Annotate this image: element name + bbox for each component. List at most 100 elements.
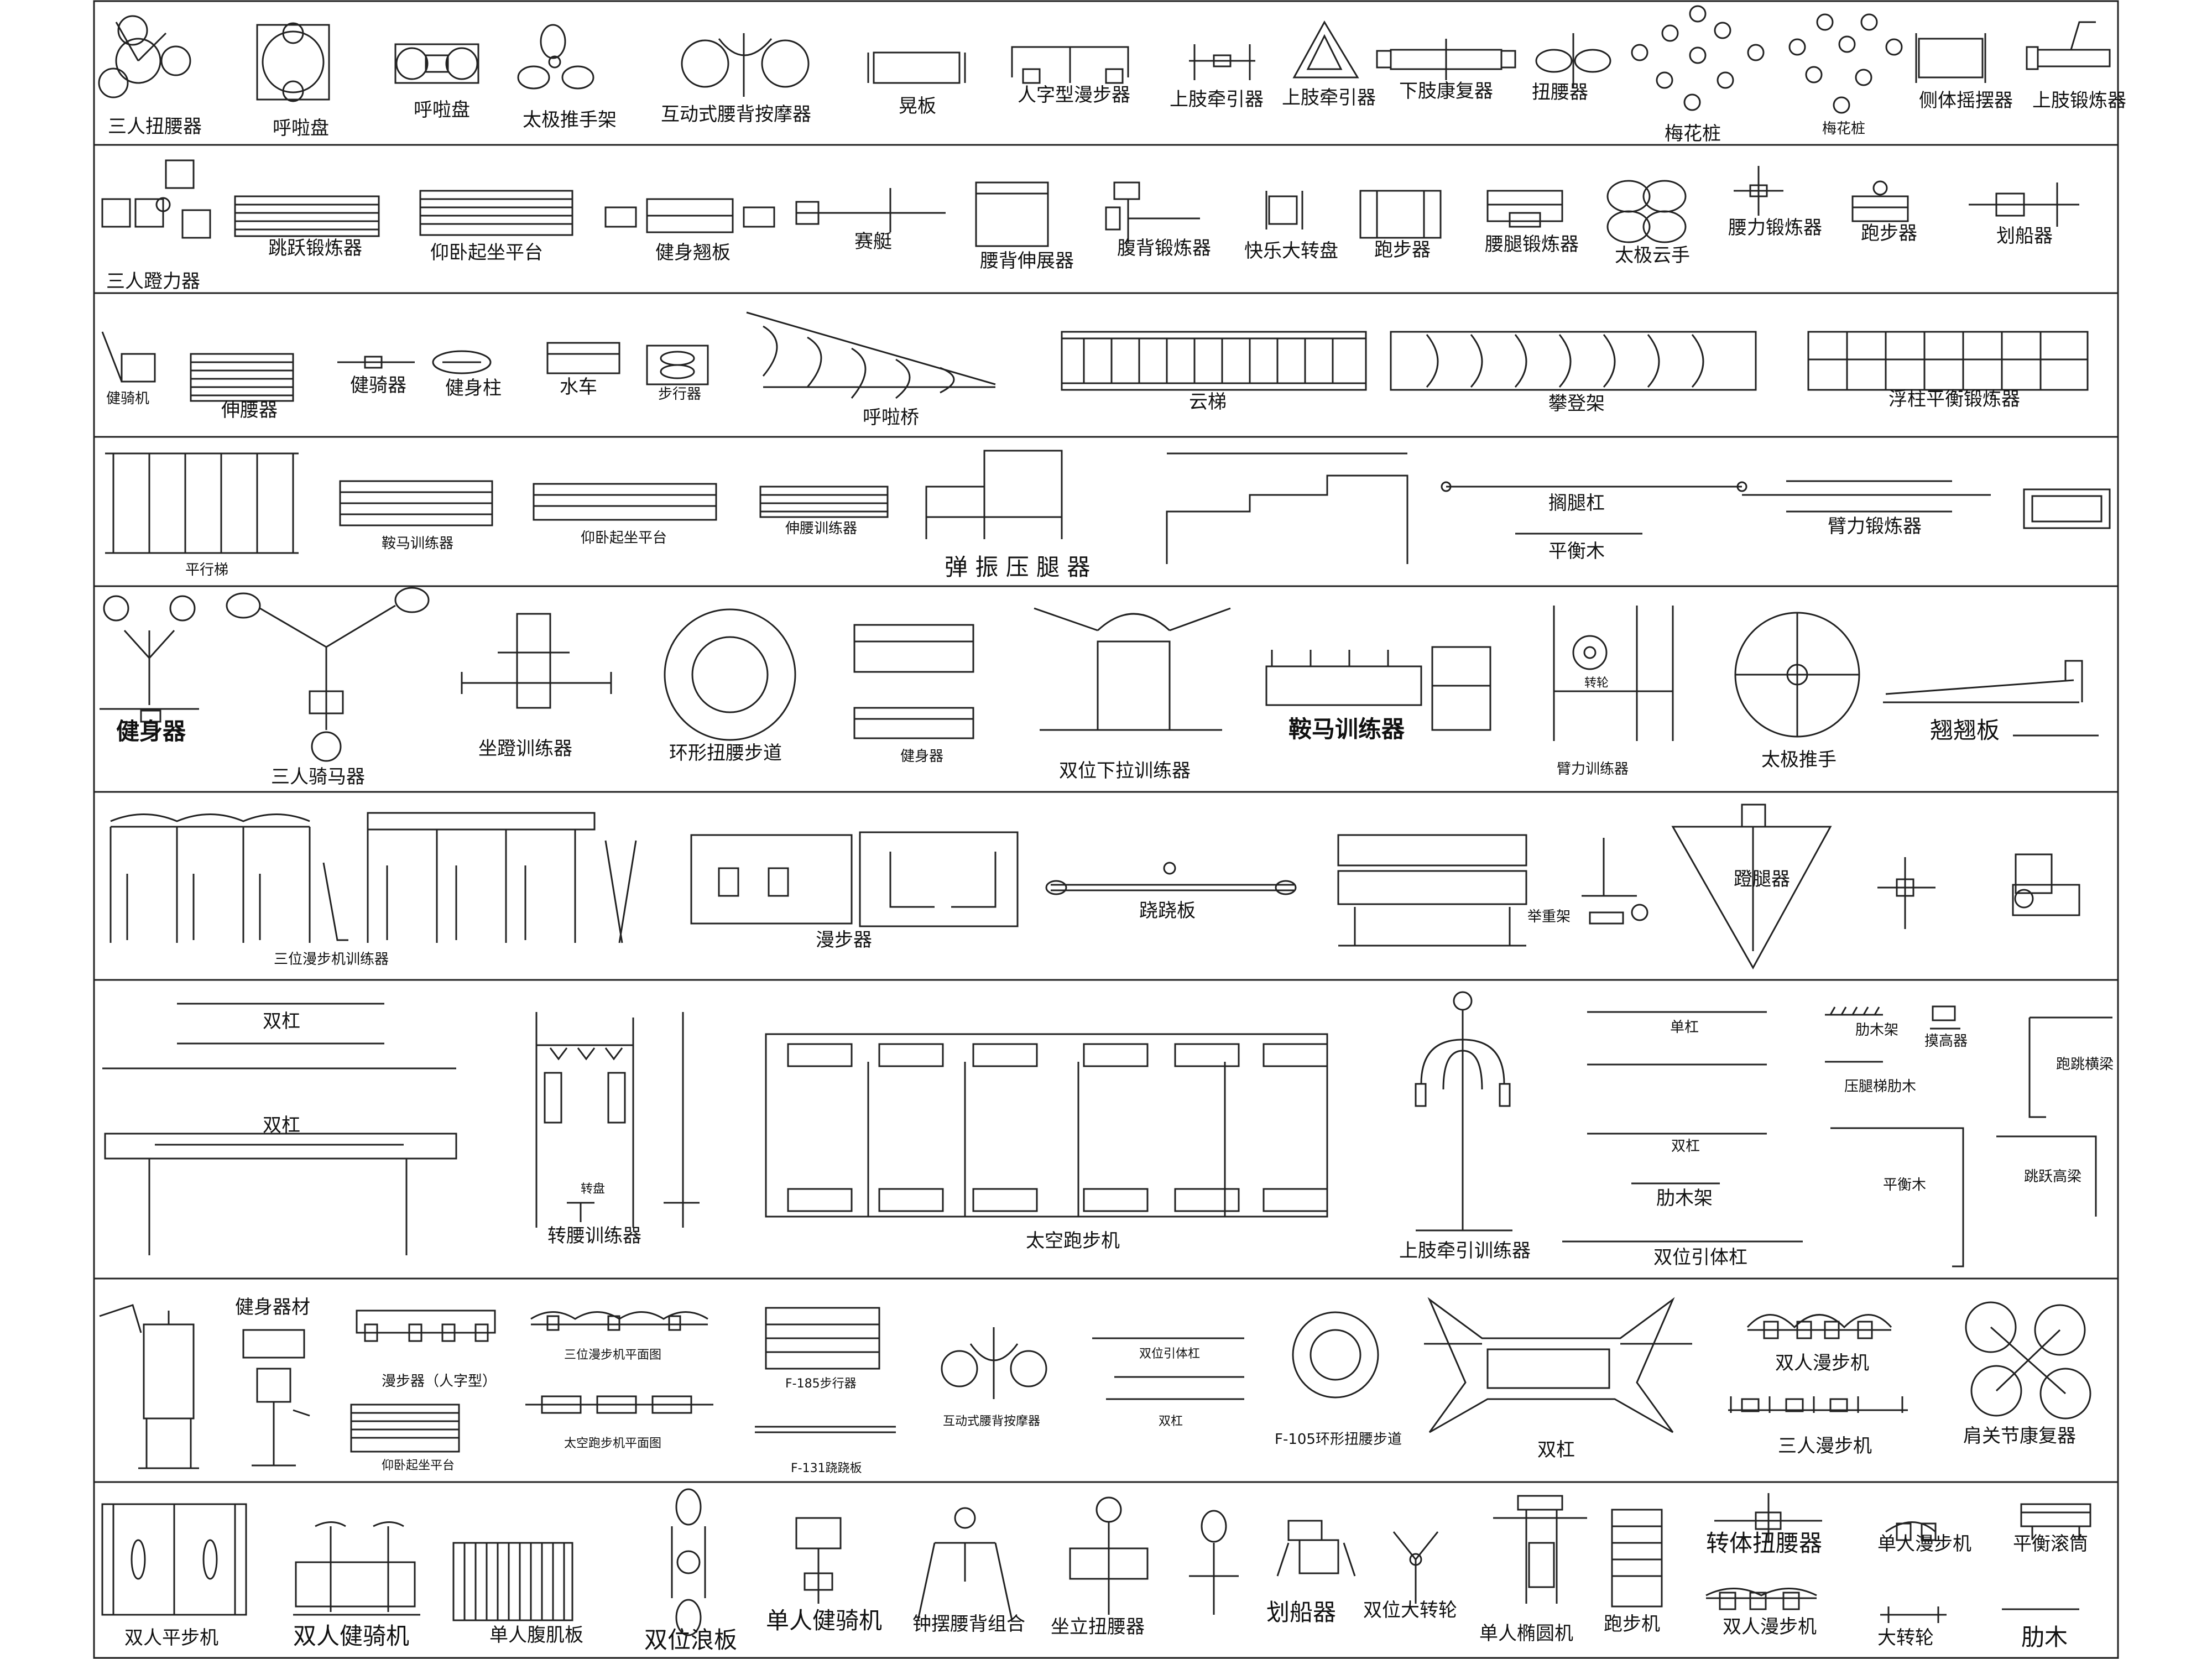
label-r8-8: 双位引体杠 <box>1139 1347 1201 1361</box>
drawing-abdominal-back-trainer <box>1105 181 1200 243</box>
drawing-back-stretcher <box>975 181 1049 247</box>
drawing-sit-stand-waist-twister <box>1069 1496 1149 1615</box>
drawing-three-person-leg-press <box>101 159 211 239</box>
drawing-fitness-equipment-tall <box>99 1304 199 1469</box>
drawing-happy-turntable <box>1265 191 1303 229</box>
label-r8-12: 双人漫步机 <box>1775 1352 1869 1374</box>
drawing-taiji-cloud-hands <box>1606 180 1687 243</box>
drawing-three-walker-right <box>367 812 637 943</box>
drawing-waist-trainer <box>759 486 889 518</box>
drawing-rower-seat <box>1276 1520 1356 1577</box>
label-r6-4: 蹬腿器 <box>1734 868 1790 890</box>
drawing-lower-limb-rehab <box>1376 39 1516 80</box>
drawing-three-person-walker-plan <box>1728 1396 1908 1413</box>
drawing-small-equip-row6a <box>1877 857 1936 929</box>
label-r8-11: 双杠 <box>1537 1439 1575 1461</box>
drawing-pommel-trainer-row4 <box>339 480 493 526</box>
drawing-situp-platform-plan <box>350 1404 460 1453</box>
label-r7-2: 转盘 <box>581 1182 606 1196</box>
label-r1-8: 上肢牵引器 <box>1282 87 1376 109</box>
label-r9-0: 双人平步机 <box>124 1627 218 1649</box>
drawing-single-rider <box>795 1517 842 1604</box>
label-r5-7: 转轮 <box>1584 676 1609 690</box>
drawing-two-person-walker-plan <box>1746 1314 1892 1339</box>
drawing-three-walker-plan <box>530 1311 708 1331</box>
drawing-single-elliptical <box>1493 1495 1587 1604</box>
label-r2-9: 腰腿锻炼器 <box>1485 233 1579 255</box>
label-r5-4: 健身器 <box>900 748 944 765</box>
label-r1-6: 人字型漫步器 <box>1018 84 1130 106</box>
label-r1-7: 上肢牵引器 <box>1170 88 1264 111</box>
label-r7-6: 单杠 <box>1670 1019 1699 1036</box>
label-r9-7: 划船器 <box>1266 1599 1337 1626</box>
drawing-rowing-machine-row9 <box>1189 1510 1239 1615</box>
label-r1-0: 三人扭腰器 <box>108 116 202 138</box>
label-r9-8: 双位大转轮 <box>1363 1599 1457 1621</box>
label-r1-14: 上肢锻炼器 <box>2032 90 2126 112</box>
drawing-leg-rest-bar <box>1441 481 1747 492</box>
label-r5-10: 翘翘板 <box>1930 717 2000 744</box>
label-r3-0: 健骑机 <box>106 390 150 407</box>
drawing-waist-power-exerciser <box>1734 166 1783 216</box>
label-r9-12: 单人漫步机 <box>1877 1533 1971 1555</box>
label-r2-3: 健身翘板 <box>655 242 731 264</box>
label-r3-5: 步行器 <box>658 386 702 403</box>
drawing-seesaw-row5 <box>1883 660 2099 737</box>
drawing-mesh-panel <box>2023 488 2111 529</box>
label-r4-2: 仰卧起坐平台 <box>581 530 667 546</box>
drawing-back-stretch <box>190 353 294 402</box>
label-r3-4: 水车 <box>560 376 597 398</box>
drawing-water-wheel <box>546 342 620 374</box>
label-r8-14: 肩关节康复器 <box>1963 1425 2076 1447</box>
drawing-f105-ring-path <box>1292 1311 1379 1399</box>
drawing-arm-strength-row4 <box>1742 480 1991 513</box>
drawing-abdominal-board <box>452 1542 573 1621</box>
drawing-double-rider <box>293 1521 420 1616</box>
drawing-fitness-column <box>432 350 492 374</box>
label-r8-0: 健身器材 <box>235 1296 310 1318</box>
drawing-fitness-bench-row5 <box>853 624 974 739</box>
drawing-exercise-bike <box>101 331 156 383</box>
label-r5-9: 太极推手 <box>1761 749 1837 771</box>
label-r9-6: 坐立扭腰器 <box>1051 1616 1145 1638</box>
label-r1-10: 扭腰器 <box>1532 81 1588 103</box>
label-r2-13: 划船器 <box>1996 225 2053 247</box>
label-r5-8: 臂力训练器 <box>1557 761 1629 778</box>
label-r4-7: 臂力锻炼器 <box>1828 515 1922 538</box>
drawing-swing-board <box>867 51 966 84</box>
label-r3-8: 攀登架 <box>1548 393 1605 415</box>
label-r1-11: 梅花桩 <box>1665 123 1721 145</box>
label-r9-15: 大转轮 <box>1877 1627 1934 1649</box>
label-r9-2: 单人腹肌板 <box>489 1624 583 1646</box>
drawing-rowing-ergometer <box>795 188 946 232</box>
label-r1-3: 太极推手架 <box>523 109 617 131</box>
label-r7-8: 压腿梯肋木 <box>1844 1078 1917 1095</box>
drawing-body-turn-twister <box>1714 1493 1822 1543</box>
drawing-cloud-ladder <box>1061 331 1367 391</box>
label-r8-9: 双杠 <box>1159 1415 1183 1428</box>
drawing-leg-press-steps <box>1166 452 1408 564</box>
label-r7-4: 太空跑步机 <box>1026 1230 1120 1252</box>
drawing-riding-device <box>337 356 415 369</box>
drawing-upper-limb-exerciser <box>2026 21 2111 70</box>
label-r9-4: 单人健骑机 <box>766 1607 883 1634</box>
label-r3-7: 云梯 <box>1189 391 1227 413</box>
drawing-double-walker-row9 <box>1705 1588 1817 1610</box>
label-r7-14: 平衡木 <box>1883 1177 1927 1193</box>
label-r2-12: 跑步器 <box>1861 222 1917 244</box>
label-r2-4: 赛艇 <box>854 231 892 253</box>
drawing-three-person-waist-twister <box>98 15 191 98</box>
drawing-side-swing <box>1915 33 1986 83</box>
drawing-running-machine-row2 <box>1359 190 1442 239</box>
drawing-parallel-bars-plan <box>1424 1297 1692 1433</box>
drawing-treadmill-row2 <box>1851 180 1909 222</box>
label-r8-1: 漫步器（人字型） <box>382 1373 497 1390</box>
drawing-climbing-frame <box>1390 331 1757 391</box>
drawing-hula-plate <box>394 43 479 84</box>
drawing-taiji-push-hands <box>1734 612 1860 738</box>
drawing-sit-press-trainer <box>461 613 612 709</box>
label-r2-1: 跳跃锻炼器 <box>268 237 362 259</box>
drawing-interactive-massager-plan <box>941 1327 1047 1399</box>
label-r7-10: 跑跳横梁 <box>2056 1056 2114 1073</box>
drawing-floating-balance <box>1807 331 2089 391</box>
